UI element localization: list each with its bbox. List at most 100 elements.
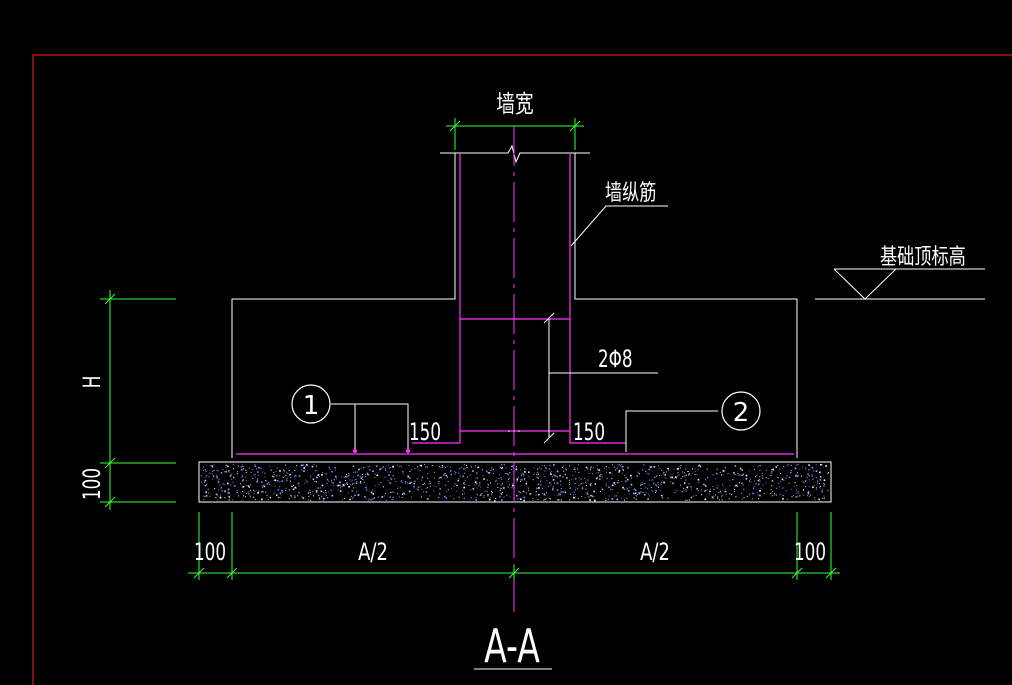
hatch-dot — [306, 465, 308, 467]
hatch-dot — [344, 483, 346, 485]
hatch-dot — [312, 490, 314, 492]
hatch-dot — [481, 493, 483, 495]
hatch-dot — [759, 494, 761, 497]
hatch-dot — [477, 477, 478, 479]
hatch-dot — [757, 465, 759, 467]
hatch-dot — [717, 485, 719, 486]
hatch-dot — [812, 478, 814, 480]
hatch-dot — [733, 491, 735, 492]
hatch-dot — [269, 496, 271, 498]
hatch-dot — [252, 478, 254, 479]
hatch-dot — [770, 492, 772, 494]
hatch-dot — [783, 465, 785, 467]
hatch-dot — [363, 481, 365, 483]
hatch-dot — [279, 470, 281, 472]
hatch-dot — [739, 474, 741, 476]
hatch-dot — [339, 490, 342, 492]
hatch-dot — [459, 468, 461, 470]
hatch-dot — [219, 496, 222, 499]
hatch-dot — [379, 468, 381, 470]
hatch-dot — [519, 498, 522, 500]
hatch-dot — [822, 497, 824, 499]
hatch-dot — [247, 485, 250, 488]
hatch-dot — [506, 473, 509, 475]
hatch-dot — [668, 470, 670, 472]
hatch-dot — [358, 494, 360, 496]
hatch-dot — [626, 478, 629, 481]
hatch-dot — [706, 468, 708, 470]
hatch-dot — [282, 492, 284, 494]
hatch-dot — [487, 495, 489, 497]
hatch-dot — [498, 477, 500, 479]
hatch-dot — [408, 465, 410, 466]
hatch-dot — [326, 483, 328, 484]
hatch-dot — [823, 495, 825, 497]
hatch-dot — [751, 492, 753, 494]
hatch-dot — [626, 498, 628, 500]
hatch-dot — [727, 473, 729, 474]
hatch-dot — [233, 476, 234, 478]
hatch-dot — [578, 477, 580, 479]
hatch-dot — [217, 480, 219, 482]
hatch-dot — [648, 479, 650, 481]
hatch-dot — [305, 479, 307, 481]
hatch-dot — [581, 496, 583, 497]
hatch-dot — [608, 467, 610, 469]
hatch-dot — [507, 481, 509, 483]
hatch-dot — [487, 487, 489, 488]
hatch-dot — [584, 477, 586, 479]
hatch-dot — [687, 499, 689, 501]
hatch-dot — [400, 465, 402, 467]
hatch-dot — [655, 484, 657, 486]
hatch-dot — [417, 486, 419, 488]
hatch-dot — [626, 489, 628, 491]
hatch-dot — [548, 468, 550, 470]
hatch-dot — [609, 472, 611, 474]
hatch-dot — [217, 495, 219, 497]
hatch-dot — [204, 484, 206, 486]
hatch-dot — [670, 481, 672, 483]
hatch-dot — [423, 491, 425, 493]
hatch-dot — [509, 478, 511, 479]
hatch-dot — [562, 476, 564, 478]
hatch-dot — [314, 481, 316, 482]
hatch-dot — [213, 476, 215, 478]
hatch-dot — [598, 478, 601, 480]
hatch-dot — [321, 474, 323, 476]
hatch-dot — [577, 497, 579, 499]
hatch-dot — [601, 487, 602, 489]
hatch-dot — [292, 488, 295, 491]
hatch-dot — [770, 475, 772, 477]
hatch-dot — [610, 478, 612, 480]
hatch-dot — [212, 466, 214, 468]
hatch-dot — [428, 483, 430, 485]
hatch-dot — [306, 481, 308, 483]
hatch-dot — [574, 478, 576, 480]
hatch-dot — [518, 491, 520, 493]
hatch-dot — [651, 489, 653, 491]
hatch-dot — [381, 467, 383, 469]
hatch-dot — [400, 480, 403, 482]
hatch-dot — [319, 476, 320, 478]
hatch-dot — [704, 490, 706, 492]
hatch-dot — [455, 472, 457, 473]
hatch-dot — [585, 485, 587, 486]
hatch-dot — [750, 478, 751, 480]
hatch-dot — [245, 472, 247, 473]
hatch-dot — [291, 496, 293, 498]
hatch-dot — [316, 492, 318, 494]
hatch-dot — [648, 468, 651, 471]
hatch-dot — [474, 481, 477, 483]
hatch-dot — [605, 500, 607, 501]
hatch-dot — [674, 491, 676, 493]
hatch-dot — [774, 494, 776, 496]
hatch-dot — [735, 496, 737, 498]
hatch-dot — [605, 466, 607, 468]
hatch-dot — [683, 487, 685, 489]
hatch-dot — [828, 471, 829, 473]
hatch-dot — [692, 495, 694, 497]
hatch-dot — [454, 473, 456, 475]
hatch-dot — [422, 484, 424, 485]
hatch-dot — [823, 497, 825, 499]
hatch-dot — [716, 487, 718, 489]
